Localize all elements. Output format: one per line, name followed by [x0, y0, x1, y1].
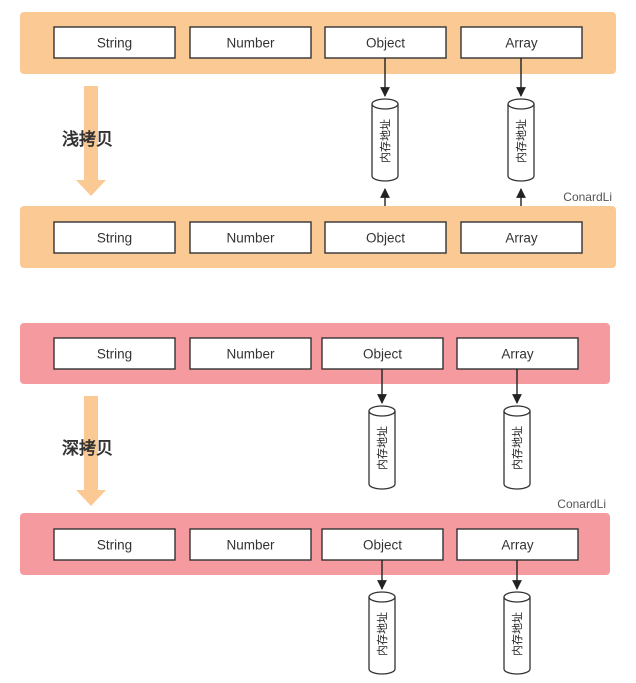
- cell-array-label: Array: [505, 231, 538, 246]
- cell-string-label: String: [97, 36, 132, 51]
- deep-source-memory-object: 内存地址: [368, 369, 396, 490]
- cell-string-label: String: [97, 347, 132, 362]
- cell-string: [53, 221, 176, 254]
- cell-array-label: Array: [501, 538, 534, 553]
- deep-source-cells: String Number Object Array: [53, 337, 579, 370]
- cell-object: [321, 337, 444, 370]
- cell-object-label: Object: [366, 36, 405, 51]
- cell-number: [189, 528, 312, 561]
- cell-string: [53, 26, 176, 59]
- cell-object: [324, 221, 447, 254]
- deep-target-memory-array: 内存地址: [503, 560, 531, 675]
- shallow-section: String Number Object Array 浅拷贝 内存地址 内存地址: [20, 12, 616, 268]
- deep-copy-label: 深拷贝: [62, 438, 113, 459]
- memory-address-label: 内存地址: [510, 426, 524, 470]
- cell-object: [324, 26, 447, 59]
- cell-number: [189, 26, 312, 59]
- deep-target-memory-object: 内存地址: [368, 560, 396, 675]
- deep-copy-arrow: [76, 396, 106, 506]
- shallow-source-cells: String Number Object Array: [53, 26, 583, 59]
- watermark: ConardLi: [557, 497, 606, 511]
- cell-number-label: Number: [226, 231, 275, 246]
- memory-address-label: 内存地址: [378, 119, 392, 163]
- deep-section: String Number Object Array 深拷贝 内存地址 内存地址: [20, 323, 610, 675]
- shallow-memory-object: 内存地址: [371, 58, 399, 222]
- shallow-copy-label: 浅拷贝: [62, 129, 113, 150]
- cell-array: [460, 221, 583, 254]
- memory-address-label: 内存地址: [375, 426, 389, 470]
- shallow-target-cells: String Number Object Array: [53, 221, 583, 254]
- cell-object-label: Object: [366, 231, 405, 246]
- cell-array: [456, 528, 579, 561]
- cell-array-label: Array: [501, 347, 534, 362]
- cell-string: [53, 337, 176, 370]
- cell-number: [189, 337, 312, 370]
- memory-address-label: 内存地址: [375, 612, 389, 656]
- watermark: ConardLi: [563, 190, 612, 204]
- cell-string-label: String: [97, 538, 132, 553]
- cell-array: [456, 337, 579, 370]
- cell-object-label: Object: [363, 347, 402, 362]
- memory-address-label: 内存地址: [514, 119, 528, 163]
- cell-number: [189, 221, 312, 254]
- cell-number-label: Number: [226, 538, 275, 553]
- cell-object: [321, 528, 444, 561]
- shallow-copy-arrow: [76, 86, 106, 196]
- deep-target-cells: String Number Object Array: [53, 528, 579, 561]
- cell-array-label: Array: [505, 36, 538, 51]
- cell-array: [460, 26, 583, 59]
- cell-object-label: Object: [363, 538, 402, 553]
- cell-string-label: String: [97, 231, 132, 246]
- cell-number-label: Number: [226, 36, 275, 51]
- shallow-memory-array: 内存地址: [507, 58, 535, 222]
- memory-address-label: 内存地址: [510, 612, 524, 656]
- deep-source-memory-array: 内存地址: [503, 369, 531, 490]
- cell-number-label: Number: [226, 347, 275, 362]
- cell-string: [53, 528, 176, 561]
